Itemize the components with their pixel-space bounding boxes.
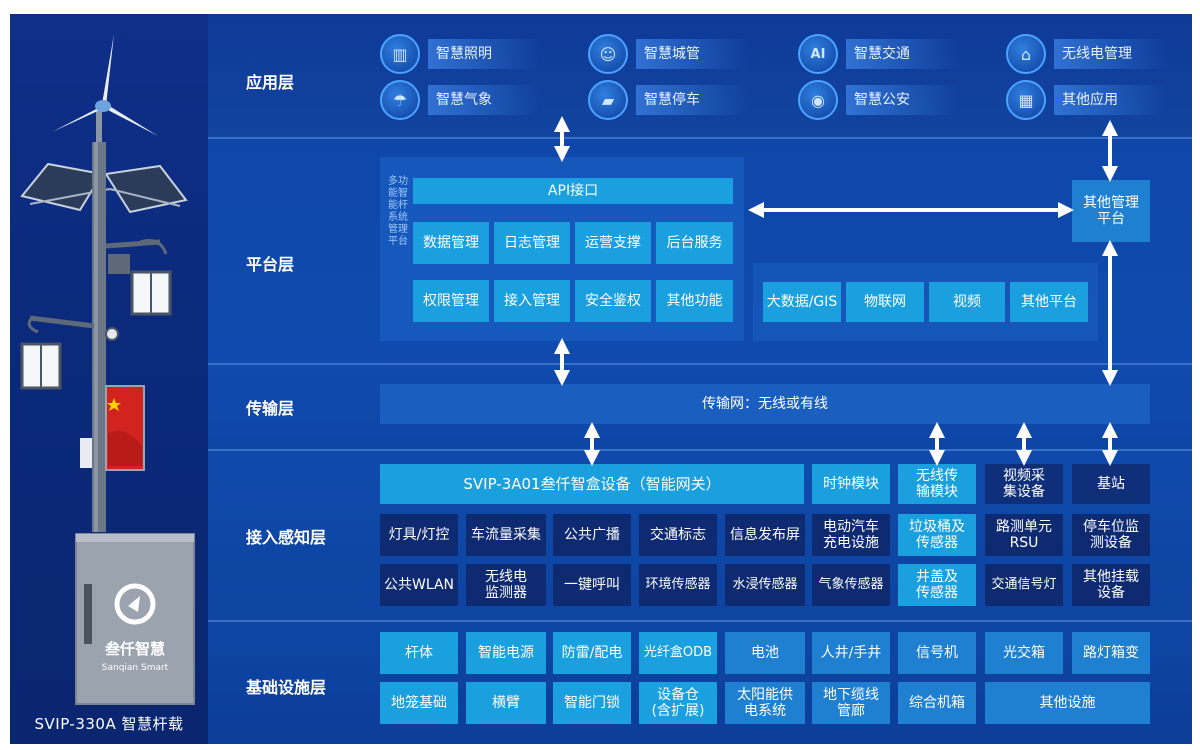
platform-module: 后台服务 — [656, 222, 733, 264]
external-platform: 物联网 — [846, 282, 924, 322]
platform-module: 安全鉴权 — [575, 280, 651, 322]
app-label: 智慧照明 — [428, 39, 540, 69]
platform-module: 其他功能 — [656, 280, 733, 322]
platform-module: 数据管理 — [413, 222, 489, 264]
architecture-diagram: 应用层 平台层 传输层 接入感知层 基础设施层 ▥ 智慧照明 ☺ 智慧城管 AI… — [208, 14, 1192, 744]
access-device: 信息发布屏 — [725, 514, 805, 556]
app-label: 智慧交通 — [846, 39, 958, 69]
access-device: 井盖及传感器 — [898, 564, 976, 606]
platform-module: 日志管理 — [494, 222, 570, 264]
layer-title-access: 接入感知层 — [246, 528, 327, 547]
infrastructure-item: 光交箱 — [985, 632, 1063, 674]
app-smart-parking: ▰ 智慧停车 — [588, 80, 748, 120]
api-interface: API接口 — [413, 178, 733, 204]
access-top-module: 基站 — [1072, 464, 1150, 504]
smart-gateway: SVIP-3A01叁仟智盒设备（智能网关） — [380, 464, 804, 504]
app-smart-weather: ☂ 智慧气象 — [380, 80, 540, 120]
access-device: 灯具/灯控 — [380, 514, 458, 556]
access-top-module: 时钟模块 — [812, 464, 890, 504]
access-device: 其他挂载设备 — [1072, 564, 1150, 606]
infrastructure-item: 人井/手井 — [812, 632, 890, 674]
app-label: 智慧气象 — [428, 85, 540, 115]
grid-icon: ▦ — [1006, 80, 1046, 120]
radio-tower-icon: ⌂ — [1006, 34, 1046, 74]
infrastructure-item: 路灯箱变 — [1072, 632, 1150, 674]
infrastructure-item: 设备仓(含扩展) — [639, 682, 717, 724]
layer-title-infrastructure: 基础设施层 — [246, 678, 327, 697]
layer-divider — [208, 620, 1192, 622]
infrastructure-item: 信号机 — [898, 632, 976, 674]
platform-module: 运营支撑 — [575, 222, 651, 264]
infrastructure-item: 杆体 — [380, 632, 458, 674]
pole-panel: 叁仟智慧 Sanqian Smart SVIP-330A 智慧杆载 — [10, 14, 208, 744]
external-platform: 其他平台 — [1010, 282, 1088, 322]
external-platform: 视频 — [929, 282, 1005, 322]
other-management-platform: 其他管理平台 — [1072, 180, 1150, 242]
access-device: 公共广播 — [553, 514, 631, 556]
infrastructure-item: 综合机箱 — [898, 682, 976, 724]
layer-divider — [208, 449, 1192, 451]
smart-pole-illustration: 叁仟智慧 Sanqian Smart — [20, 34, 195, 705]
infrastructure-item: 光纤盒ODB — [639, 632, 717, 674]
pole-caption: SVIP-330A 智慧杆载 — [34, 715, 184, 733]
layer-title-transport: 传输层 — [246, 399, 295, 418]
camera-icon: ◉ — [798, 80, 838, 120]
infrastructure-item: 地下缆线管廊 — [812, 682, 890, 724]
weather-icon: ☂ — [380, 80, 420, 120]
platform-module: 权限管理 — [413, 280, 489, 322]
access-device: 交通信号灯 — [985, 564, 1063, 606]
officer-icon: ☺ — [588, 34, 628, 74]
infrastructure-item: 地笼基础 — [380, 682, 458, 724]
app-smart-police: ◉ 智慧公安 — [798, 80, 958, 120]
infrastructure-item: 智能电源 — [466, 632, 546, 674]
building-icon: ▥ — [380, 34, 420, 74]
external-platform: 大数据/GIS — [763, 282, 841, 322]
layer-divider — [208, 363, 1192, 365]
layer-title-platform: 平台层 — [246, 255, 295, 274]
transport-network: 传输网：无线或有线 — [380, 384, 1150, 424]
platform-module: 接入管理 — [494, 280, 570, 322]
platform-side-label: 多功能智能杆系统管理平台 — [388, 176, 408, 247]
access-top-module: 无线传输模块 — [898, 464, 976, 504]
access-device: 无线电监测器 — [466, 564, 546, 606]
brand-en-text: Sanqian Smart — [102, 663, 169, 673]
access-device: 交通标志 — [639, 514, 717, 556]
access-device: 环境传感器 — [639, 564, 717, 606]
infrastructure-item: 横臂 — [466, 682, 546, 724]
infrastructure-item: 太阳能供电系统 — [725, 682, 805, 724]
brand-cn-text: 叁仟智慧 — [104, 640, 165, 658]
app-smart-lighting: ▥ 智慧照明 — [380, 34, 540, 74]
layer-divider — [208, 137, 1192, 139]
access-device: 水浸传感器 — [725, 564, 805, 606]
infrastructure-item: 电池 — [725, 632, 805, 674]
app-label: 其他应用 — [1054, 85, 1166, 115]
app-smart-city-mgmt: ☺ 智慧城管 — [588, 34, 748, 74]
ai-icon: AI — [798, 34, 838, 74]
app-label: 智慧公安 — [846, 85, 958, 115]
access-device: 气象传感器 — [812, 564, 890, 606]
access-device: 一键呼叫 — [553, 564, 631, 606]
access-device: 停车位监测设备 — [1072, 514, 1150, 556]
access-device: 电动汽车充电设施 — [812, 514, 890, 556]
infrastructure-item: 智能门锁 — [553, 682, 631, 724]
access-device: 公共WLAN — [380, 564, 458, 606]
infrastructure-item: 防雷/配电 — [553, 632, 631, 674]
connector-arrows — [554, 116, 1118, 466]
truck-icon: ▰ — [588, 80, 628, 120]
app-label: 智慧停车 — [636, 85, 748, 115]
app-label: 智慧城管 — [636, 39, 748, 69]
access-device: 车流量采集 — [466, 514, 546, 556]
access-top-module: 视频采集设备 — [985, 464, 1063, 504]
access-device: 路测单元RSU — [985, 514, 1063, 556]
app-smart-traffic: AI 智慧交通 — [798, 34, 958, 74]
app-radio-mgmt: ⌂ 无线电管理 — [1006, 34, 1166, 74]
app-label: 无线电管理 — [1054, 39, 1166, 69]
access-device: 垃圾桶及传感器 — [898, 514, 976, 556]
infrastructure-item: 其他设施 — [985, 682, 1150, 724]
app-other: ▦ 其他应用 — [1006, 80, 1166, 120]
layer-title-application: 应用层 — [246, 73, 295, 92]
